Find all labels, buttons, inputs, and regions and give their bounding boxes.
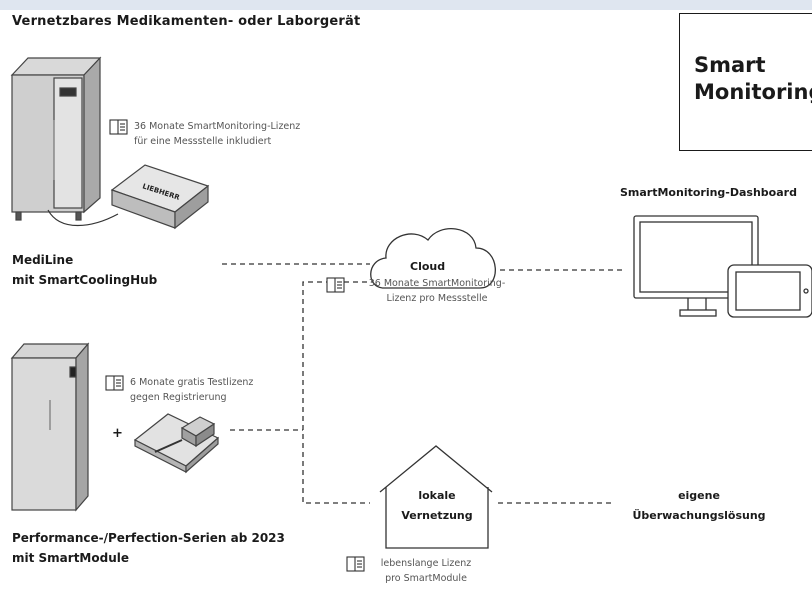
mediline-label: MediLine mit SmartCoolingHub	[12, 250, 157, 290]
own-solution-line2: Überwachungslösung	[632, 509, 766, 522]
logo-line1: Smart	[694, 53, 766, 77]
mediline-name-line2: mit SmartCoolingHub	[12, 273, 158, 287]
hub-icon	[110, 164, 210, 230]
perf-license-note: 6 Monate gratis Testlizenz gegen Registr…	[130, 375, 253, 405]
local-label-line2: Vernetzung	[401, 509, 473, 522]
perf-license-line2: gegen Registrierung	[130, 392, 227, 403]
header-title: Vernetzbares Medikamenten- oder Laborger…	[12, 14, 361, 29]
fridge-bottom-icon	[10, 342, 90, 512]
mediline-license-line2: für eine Messstelle inkludiert	[134, 136, 272, 147]
cloud-license-note: 36 Monate SmartMonitoring- Lizenz pro Me…	[352, 276, 522, 306]
own-solution-label: eigene Überwachungslösung	[614, 486, 784, 526]
perf-license-line1: 6 Monate gratis Testlizenz	[130, 377, 254, 388]
logo-text: Smart Monitoring	[694, 52, 812, 106]
logo-line2: Monitoring	[694, 80, 812, 104]
local-label-line1: lokale	[418, 489, 456, 502]
smartmonitoring-logo: Smart Monitoring	[679, 13, 812, 151]
local-label: lokale Vernetzung	[386, 486, 488, 526]
local-license-note: lebenslange Lizenz pro SmartModule	[366, 556, 486, 586]
license-icon	[105, 375, 124, 391]
dashboard-label: SmartMonitoring-Dashboard	[620, 186, 797, 199]
perf-name-line1: Performance-/Perfection-Serien ab 2023	[12, 531, 285, 545]
local-license-line2: pro SmartModule	[385, 573, 467, 584]
license-icon	[346, 556, 365, 572]
mediline-name-line1: MediLine	[12, 253, 74, 267]
license-icon	[326, 277, 345, 293]
own-solution-line1: eigene	[678, 489, 720, 502]
top-band	[0, 0, 812, 10]
cloud-license-line1: 36 Monate SmartMonitoring-	[368, 278, 506, 289]
tablet-icon	[727, 264, 812, 318]
cloud-license-line2: Lizenz pro Messstelle	[386, 293, 488, 304]
local-license-line1: lebenslange Lizenz	[380, 558, 472, 569]
perf-name-line2: mit SmartModule	[12, 551, 129, 565]
license-icon	[109, 119, 128, 135]
cloud-icon	[370, 228, 496, 289]
mediline-license-line1: 36 Monate SmartMonitoring-Lizenz	[134, 121, 301, 132]
house-icon	[379, 445, 493, 549]
cloud-label: Cloud	[410, 260, 446, 273]
mediline-license-note: 36 Monate SmartMonitoring-Lizenz für ein…	[134, 119, 300, 149]
perf-label: Performance-/Perfection-Serien ab 2023 m…	[12, 528, 285, 568]
line-branch	[302, 281, 385, 504]
fridge-icon	[10, 56, 102, 221]
hub-cable	[47, 209, 119, 227]
module-icon	[133, 413, 220, 474]
plus-sign: +	[112, 426, 123, 441]
license-icons	[105, 119, 365, 572]
